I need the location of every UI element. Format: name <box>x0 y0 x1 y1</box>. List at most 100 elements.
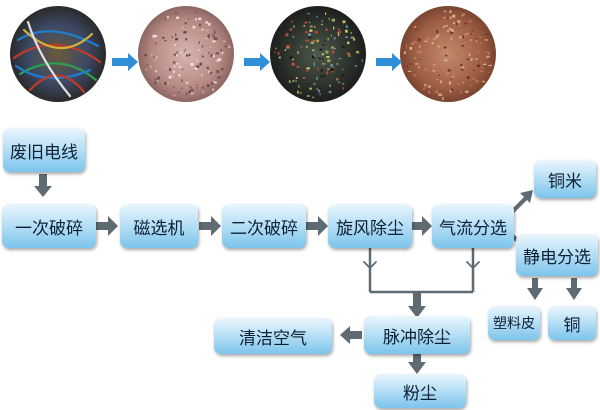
texture-speck <box>331 86 333 89</box>
texture-speck <box>406 45 408 49</box>
texture-speck <box>205 29 209 32</box>
texture-speck <box>464 23 468 25</box>
texture-speck <box>478 36 483 38</box>
texture-speck <box>183 50 185 53</box>
pulse-dust-node: 脉冲除尘 <box>364 316 470 354</box>
texture-speck <box>329 84 331 87</box>
texture-speck <box>341 46 345 49</box>
texture-speck <box>449 89 452 93</box>
texture-speck <box>455 22 458 26</box>
texture-speck <box>190 62 194 66</box>
texture-speck <box>174 58 179 61</box>
texture-speck <box>331 50 335 54</box>
copper-granules-photo-icon <box>400 6 496 102</box>
texture-speck <box>475 58 478 60</box>
texture-speck <box>200 62 202 66</box>
texture-speck <box>342 68 344 71</box>
texture-speck <box>184 22 187 25</box>
texture-speck <box>167 81 170 85</box>
texture-speck <box>144 54 147 57</box>
blue-arrow-icon <box>244 53 270 71</box>
texture-speck <box>181 26 185 30</box>
texture-speck <box>460 63 463 66</box>
texture-speck <box>433 64 436 66</box>
texture-speck <box>304 21 308 24</box>
texture-speck <box>452 47 454 50</box>
texture-speck <box>484 39 488 41</box>
texture-speck <box>185 38 187 41</box>
texture-speck <box>442 26 445 28</box>
texture-speck <box>177 53 180 55</box>
texture-speck <box>451 76 455 78</box>
texture-speck <box>208 71 210 73</box>
texture-speck <box>173 94 176 97</box>
texture-speck <box>189 53 191 56</box>
texture-speck <box>192 25 196 29</box>
texture-speck <box>328 91 332 94</box>
texture-speck <box>312 96 315 99</box>
texture-speck <box>149 65 152 69</box>
copper-rice-node: 铜米 <box>534 160 596 198</box>
texture-speck <box>330 67 334 71</box>
texture-speck <box>300 92 302 94</box>
texture-speck <box>278 42 280 45</box>
texture-speck <box>288 80 291 83</box>
texture-speck <box>471 84 473 86</box>
texture-speck <box>209 71 213 73</box>
texture-speck <box>445 54 448 57</box>
down-arrow-icon <box>34 174 52 197</box>
texture-speck <box>343 23 345 25</box>
texture-speck <box>190 91 192 95</box>
texture-speck <box>176 51 179 53</box>
texture-speck <box>337 28 340 31</box>
texture-speck <box>289 31 292 34</box>
dust-collection-ticks <box>363 261 480 270</box>
cyclone-dust-node: 旋风除尘 <box>328 204 412 248</box>
texture-speck <box>405 44 407 46</box>
texture-speck <box>449 81 451 85</box>
texture-speck <box>213 37 218 40</box>
texture-speck <box>194 59 197 62</box>
texture-speck <box>314 26 316 28</box>
texture-speck <box>291 20 293 23</box>
texture-speck <box>308 33 311 36</box>
right-arrow-icon <box>199 216 221 236</box>
texture-speck <box>460 90 462 94</box>
texture-speck <box>327 59 331 63</box>
texture-speck <box>289 56 293 59</box>
texture-speck <box>212 33 214 35</box>
waste-wire-node: 废旧电线 <box>3 128 85 172</box>
photo-arrows <box>112 53 402 71</box>
texture-speck <box>454 43 456 45</box>
texture-speck <box>471 30 474 32</box>
texture-speck <box>178 66 182 68</box>
texture-speck <box>189 86 192 88</box>
secondary-crush-node: 二次破碎 <box>222 204 306 248</box>
texture-speck <box>306 16 308 20</box>
crushed-pieces-photo-icon <box>138 6 234 102</box>
texture-speck <box>154 42 157 45</box>
texture-speck <box>328 17 330 21</box>
texture-speck <box>463 33 468 37</box>
texture-speck <box>195 18 197 21</box>
blue-arrow-icon <box>376 53 402 71</box>
texture-speck <box>424 68 427 70</box>
texture-speck <box>480 60 482 64</box>
texture-speck <box>284 49 287 51</box>
texture-speck <box>313 83 316 85</box>
texture-speck <box>306 95 310 97</box>
texture-speck <box>347 41 350 45</box>
clean-air-node: 清洁空气 <box>214 318 332 354</box>
texture-speck <box>415 28 417 31</box>
texture-speck <box>212 88 214 92</box>
texture-speck <box>428 91 430 94</box>
texture-speck <box>220 49 222 51</box>
texture-speck <box>227 45 231 49</box>
texture-speck <box>310 41 314 45</box>
texture-speck <box>188 91 191 94</box>
texture-speck <box>173 70 175 74</box>
texture-speck <box>438 93 442 96</box>
texture-speck <box>450 88 454 91</box>
texture-speck <box>468 53 471 56</box>
texture-speck <box>485 57 489 59</box>
